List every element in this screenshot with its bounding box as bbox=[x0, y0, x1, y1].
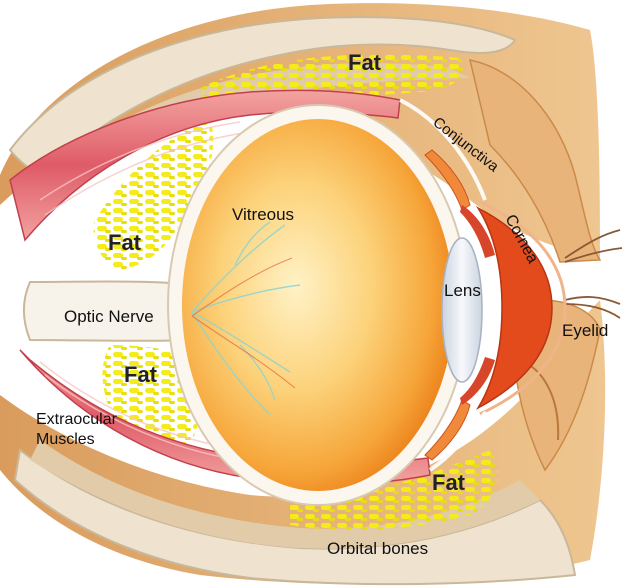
label-orbital-bones: Orbital bones bbox=[327, 539, 428, 558]
label-extraocular-line1: Extraocular bbox=[36, 411, 118, 428]
label-lens: Lens bbox=[444, 281, 481, 300]
label-fat-top: Fat bbox=[348, 50, 382, 75]
label-fat-bottom: Fat bbox=[432, 470, 466, 495]
vitreous-body bbox=[182, 119, 454, 491]
label-fat-left-lower: Fat bbox=[124, 362, 158, 387]
label-eyelid: Eyelid bbox=[562, 321, 608, 340]
label-extraocular-line2: Muscles bbox=[36, 431, 95, 448]
label-fat-left-upper: Fat bbox=[108, 230, 142, 255]
lens bbox=[442, 238, 482, 382]
label-optic-nerve: Optic Nerve bbox=[64, 307, 154, 326]
label-vitreous: Vitreous bbox=[232, 205, 294, 224]
